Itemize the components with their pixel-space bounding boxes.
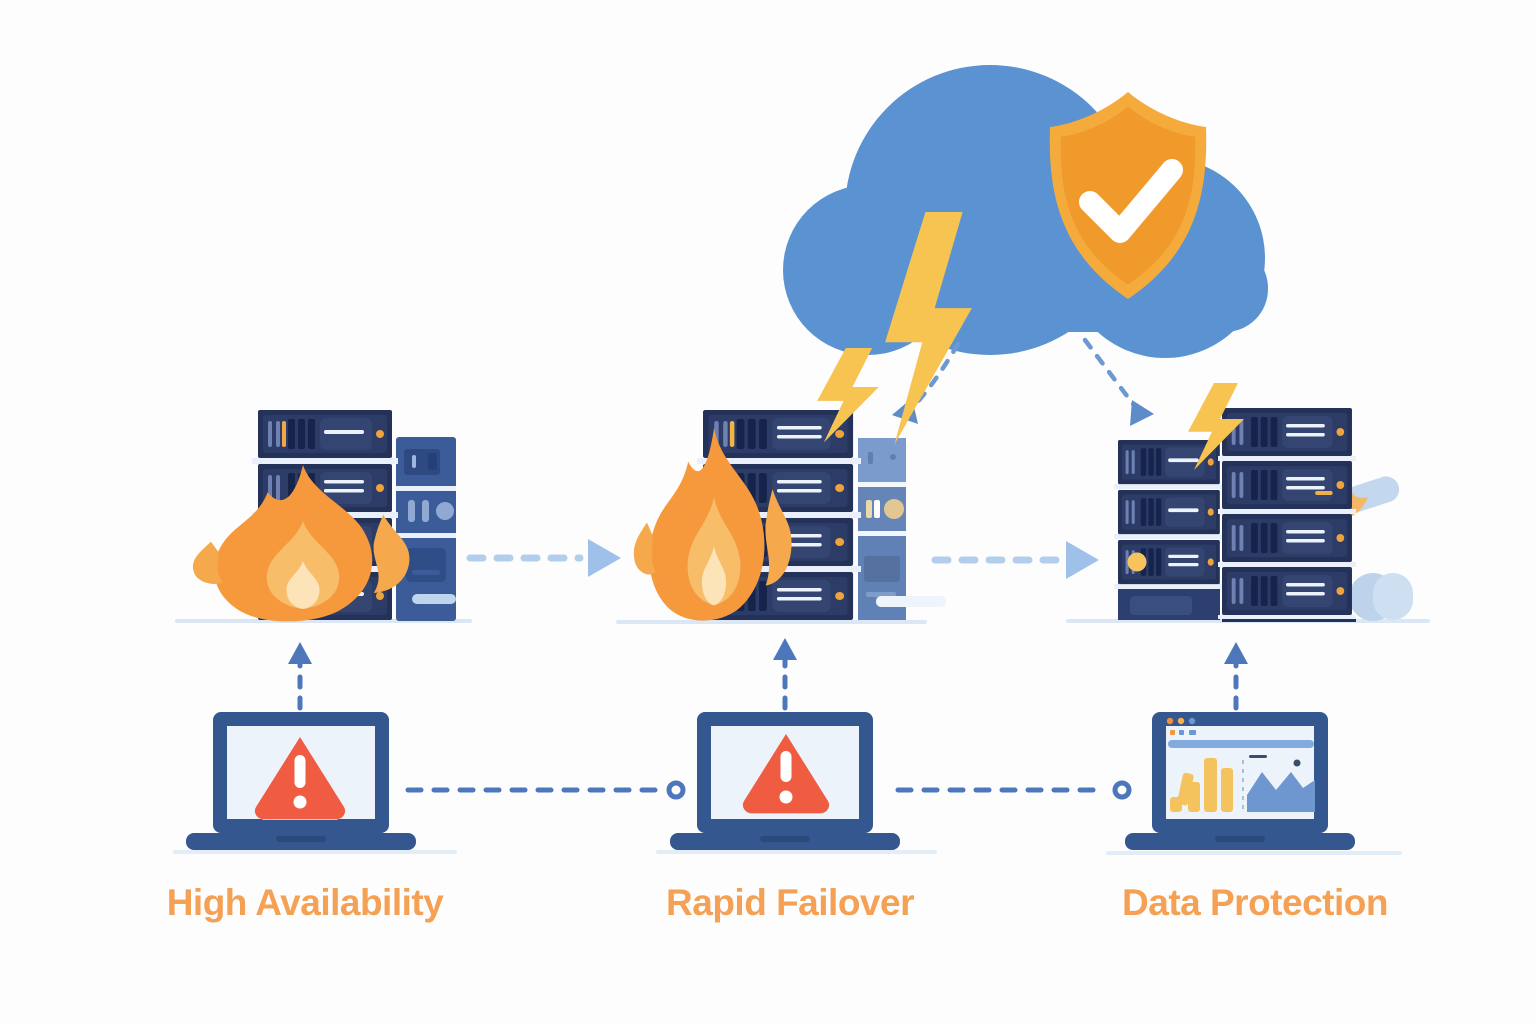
flow-arrow-1 (466, 539, 621, 577)
server-unit (703, 464, 854, 512)
server-unit (703, 410, 854, 458)
up-arrows (297, 655, 1239, 711)
ground-lines-laptops (173, 850, 1402, 855)
server-unit (258, 410, 392, 458)
warning-laptop-1 (186, 712, 416, 850)
bar-chart-icon (1170, 758, 1233, 812)
server-unit (1222, 514, 1352, 562)
stage-label-rapid-failover: Rapid Failover (666, 882, 914, 923)
area-chart-icon (1247, 755, 1315, 812)
server-unit (1222, 567, 1352, 615)
dashboard-laptop (1125, 712, 1355, 850)
window-dot-icon (1166, 717, 1174, 725)
laptop-connector-2 (895, 780, 1132, 800)
server-rack-left (1114, 440, 1224, 620)
stage-label-data-protection: Data Protection (1122, 882, 1388, 923)
warning-triangle-icon (254, 737, 346, 820)
server-unit (1222, 461, 1352, 509)
status-led (1127, 552, 1147, 572)
server-unit (1118, 440, 1220, 485)
server-rack-group-3 (1114, 383, 1413, 622)
flow-arrow-2 (931, 541, 1099, 579)
server-unit (1118, 490, 1220, 535)
stage-label-high-availability: High Availability (166, 882, 444, 923)
warning-laptop-2 (670, 712, 900, 850)
server-tower (858, 438, 946, 620)
check-icon (1079, 159, 1183, 243)
browser-bar (1168, 730, 1314, 748)
window-dot-icon (1188, 717, 1196, 725)
server-unit (703, 572, 854, 620)
server-tower (396, 437, 456, 621)
server-unit (258, 464, 392, 512)
shield-check-icon (1049, 92, 1207, 299)
server-unit (1222, 408, 1352, 456)
cloud-to-protection-arrow (1082, 337, 1154, 426)
server-rack-group-1 (192, 410, 456, 622)
warning-triangle-icon (742, 734, 830, 814)
up-arrowheads (288, 638, 1248, 664)
server-rack-group-2 (633, 410, 946, 621)
server-unit (1118, 540, 1220, 585)
laptop-connector-1 (405, 780, 686, 800)
server-rack-right (1218, 408, 1356, 622)
window-dot-icon (1177, 717, 1185, 725)
decor-cylinder (1373, 573, 1413, 620)
